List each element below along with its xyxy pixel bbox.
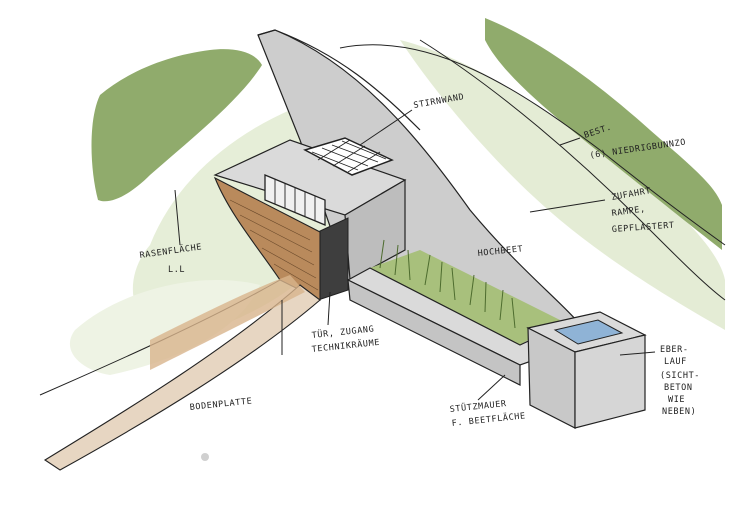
- leader-stirnwand: [359, 109, 413, 146]
- leader-rasen: [174, 189, 181, 246]
- leader-zufahrt: [529, 199, 606, 213]
- label-wasserbecken-6: NEBEN): [662, 407, 696, 417]
- label-zufahrt-2: RAMPE,: [611, 204, 646, 219]
- embankment-wash-right: [400, 40, 725, 330]
- leader-tuer: [327, 291, 331, 326]
- gabion-texture: [229, 199, 319, 291]
- bed-retaining-wall-front: [347, 278, 521, 386]
- leader-basin: [619, 351, 656, 356]
- label-wasserbecken-5: WIE: [668, 395, 685, 405]
- hedge-left: [91, 49, 262, 202]
- label-bodenplatte: BODENPLATTE: [189, 396, 253, 413]
- floor-slab: [43, 284, 321, 471]
- label-hochbeet: HOCHBEET: [477, 244, 524, 259]
- ramp-edge: [419, 39, 726, 301]
- grass-strokes: [379, 239, 516, 329]
- label-tuer-1: TÜR, ZUGANG: [311, 323, 375, 341]
- meadow-wash-left-2: [69, 280, 261, 375]
- grate-hatching: [311, 139, 387, 173]
- basin-side: [574, 334, 646, 429]
- label-wasserbecken-1: EBER-: [660, 345, 689, 355]
- label-rasenflaeche-2: L.L: [168, 265, 185, 275]
- floor-slab-gabion-strip: [150, 275, 305, 370]
- label-stuetzmauer-1: STÜTZMAUER: [449, 398, 507, 415]
- leader-stuetzmauer: [477, 374, 506, 401]
- sketch-dot: [201, 453, 209, 461]
- leader-bestand: [559, 137, 581, 146]
- raised-bed-soil: [370, 250, 560, 345]
- label-wasserbecken-3: (SICHT-: [660, 371, 700, 381]
- label-wasserbecken-2: LAUF: [664, 357, 687, 367]
- label-zufahrt-3: GEPFLASTERT: [612, 221, 675, 235]
- grille-bars: [274, 179, 316, 221]
- basin-water: [553, 319, 624, 345]
- hedge-right: [485, 18, 722, 250]
- end-wall-top: [257, 29, 421, 131]
- embankment-edge: [339, 44, 726, 246]
- label-wasserbecken-4: BETON: [664, 383, 693, 393]
- door: [317, 217, 349, 301]
